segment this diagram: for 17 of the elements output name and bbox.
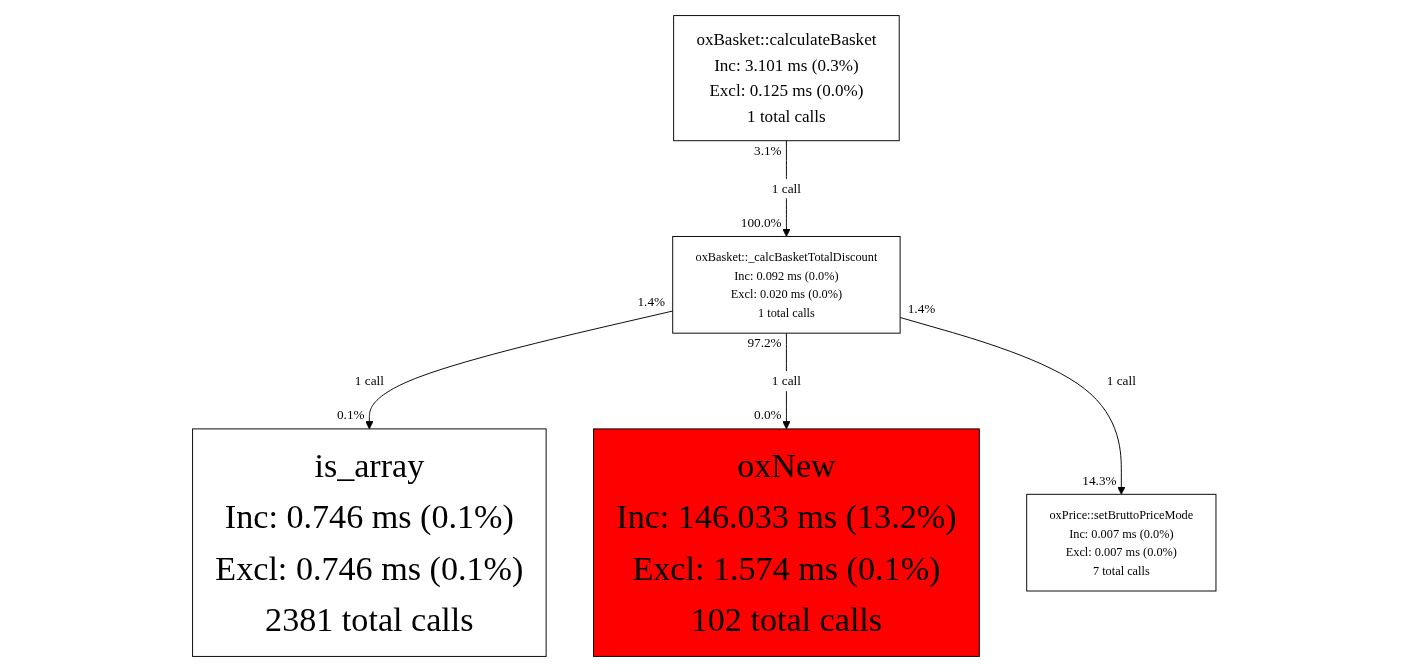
edge-label: 1 call — [771, 181, 801, 196]
edge-label: 1 call — [354, 373, 384, 389]
node-box: oxBasket::_calcBasketTotalDiscount Inc: 0.092 ms (0.0%) Excl: 0.020 ms (0.0%) 1 total calls — [671, 236, 901, 334]
percentage-label: 1.4% — [637, 294, 665, 310]
node-box: oxNew Inc: 146.033 ms (13.2%) Excl: 1.574 ms (0.1%) 102 total calls — [592, 428, 980, 657]
percentage-label: 3.1% — [753, 142, 782, 158]
percentage-label: 100.0% — [740, 215, 782, 230]
percentage-label: 14.3% — [1082, 472, 1117, 488]
percentage-label: 97.2% — [747, 335, 782, 351]
edge-label: 1 call — [1106, 373, 1136, 389]
node-box: is_array Inc: 0.746 ms (0.1%) Excl: 0.746 ms (0.1%) 2381 total calls — [191, 428, 547, 657]
node-box: oxBasket::calculateBasket Inc: 3.101 ms (0.3%) Excl: 0.125 ms (0.0%) 1 total calls — [672, 15, 900, 142]
percentage-label: 0.1% — [336, 407, 365, 423]
percentage-label: 1.4% — [907, 300, 936, 316]
edge-label: 1 call — [771, 373, 801, 389]
percentage-label: 0.0% — [753, 407, 782, 423]
node-box: oxPrice::setBruttoPriceMode Inc: 0.007 ms (0.0%) Excl: 0.007 ms (0.0%) 7 total calls — [1025, 493, 1217, 592]
